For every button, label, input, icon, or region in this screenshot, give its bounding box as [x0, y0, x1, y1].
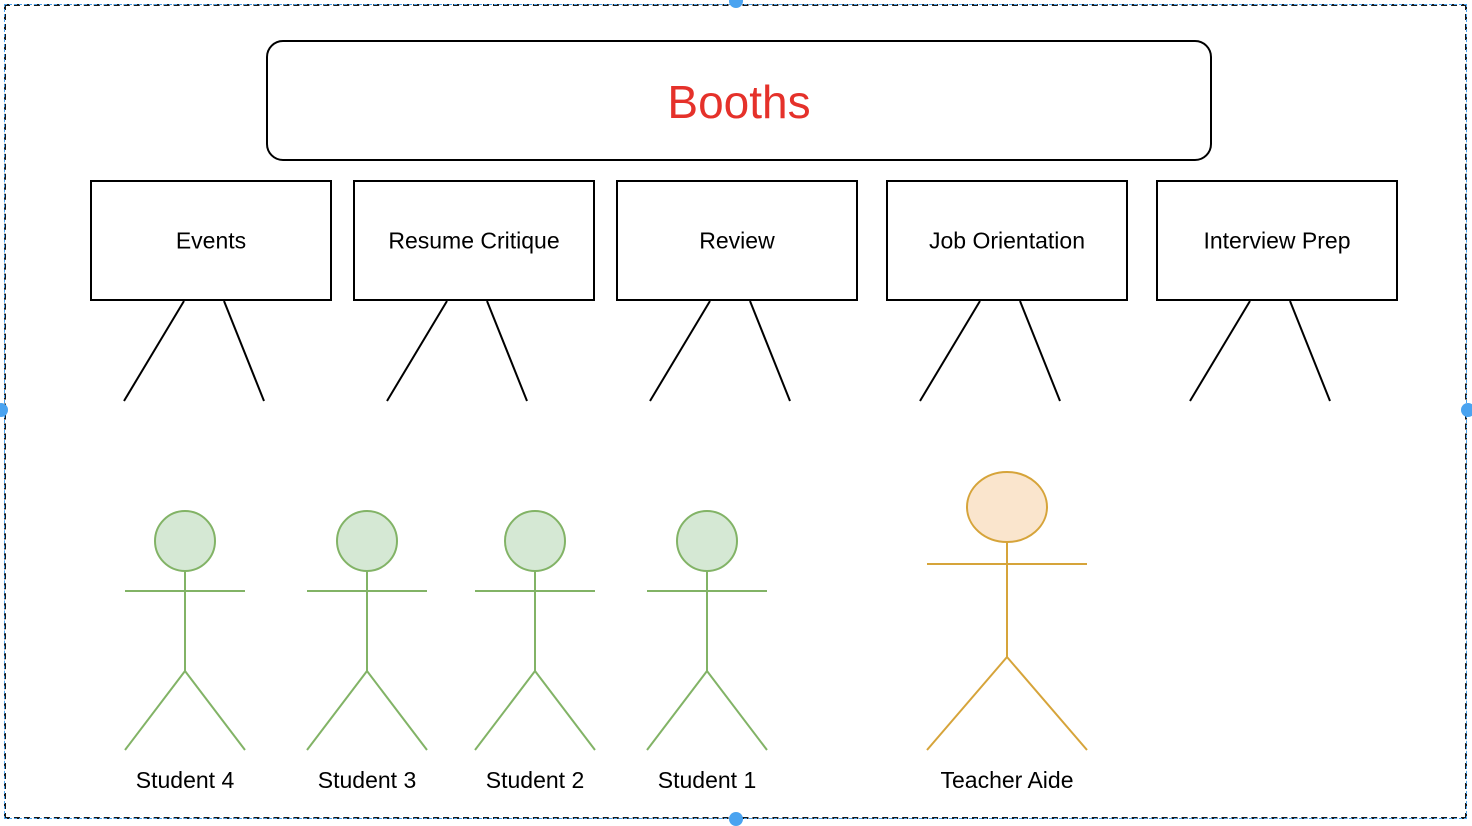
actor-label: Student 1	[658, 767, 756, 793]
booth-leg-left	[386, 300, 448, 402]
booth-label: Interview Prep	[1203, 228, 1350, 254]
booth-box[interactable]	[616, 180, 858, 301]
actor-leg-right	[706, 670, 768, 751]
booth-leg-right	[1289, 300, 1331, 402]
actor-head	[676, 510, 738, 572]
student-4-actor[interactable]: Student 4	[124, 510, 246, 793]
actor-leg-left	[474, 670, 536, 751]
booth-box[interactable]	[1156, 180, 1398, 301]
actor-label: Student 2	[486, 767, 584, 793]
booth-label: Job Orientation	[929, 228, 1085, 254]
booth-leg-left	[649, 300, 711, 402]
actor-leg-right	[1006, 656, 1088, 751]
booth-label: Review	[699, 228, 775, 254]
actor-leg-left	[926, 656, 1008, 751]
booth-box[interactable]	[353, 180, 595, 301]
actor-leg-right	[366, 670, 428, 751]
booth-3[interactable]: Review	[616, 180, 858, 402]
actor-head	[154, 510, 216, 572]
resize-handle-bottom[interactable]	[729, 812, 743, 826]
actor-group: Student 4 Student 3 Student 2 Student 1 Teac…	[124, 471, 1088, 793]
resize-handle-left[interactable]	[0, 403, 8, 417]
student-1-actor[interactable]: Student 1	[646, 510, 768, 793]
actor-head	[336, 510, 398, 572]
booth-label: Resume Critique	[388, 228, 559, 254]
booth-leg-left	[919, 300, 981, 402]
booth-2[interactable]: Resume Critique	[353, 180, 595, 402]
actor-label: Student 3	[318, 767, 416, 793]
actor-head	[966, 471, 1048, 543]
resize-handle-top[interactable]	[729, 0, 743, 8]
actor-leg-right	[534, 670, 596, 751]
student-2-actor[interactable]: Student 2	[474, 510, 596, 793]
booth-leg-left	[123, 300, 185, 402]
booth-leg-left	[1189, 300, 1251, 402]
booth-leg-right	[223, 300, 265, 402]
student-3-actor[interactable]: Student 3	[306, 510, 428, 793]
booth-box[interactable]	[90, 180, 332, 301]
teacher-aide-actor[interactable]: Teacher Aide	[926, 471, 1088, 793]
actor-leg-left	[646, 670, 708, 751]
actor-leg-left	[124, 670, 186, 751]
booth-group: Events Resume Critique Review Job Orientati…	[90, 180, 1398, 402]
booth-leg-right	[1019, 300, 1061, 402]
booth-label: Events	[176, 228, 246, 254]
actor-head	[504, 510, 566, 572]
booth-1[interactable]: Events	[90, 180, 332, 402]
header-title: Booths	[667, 76, 810, 128]
booth-box[interactable]	[886, 180, 1128, 301]
actor-label: Teacher Aide	[941, 767, 1074, 793]
actor-leg-left	[306, 670, 368, 751]
resize-handle-right[interactable]	[1461, 403, 1472, 417]
header-box-shape[interactable]	[266, 40, 1212, 161]
header-box[interactable]: Booths	[266, 40, 1212, 161]
actor-label: Student 4	[136, 767, 235, 793]
booth-leg-right	[486, 300, 528, 402]
booth-4[interactable]: Job Orientation	[886, 180, 1128, 402]
booth-leg-right	[749, 300, 791, 402]
actor-leg-right	[184, 670, 246, 751]
booth-5[interactable]: Interview Prep	[1156, 180, 1398, 402]
